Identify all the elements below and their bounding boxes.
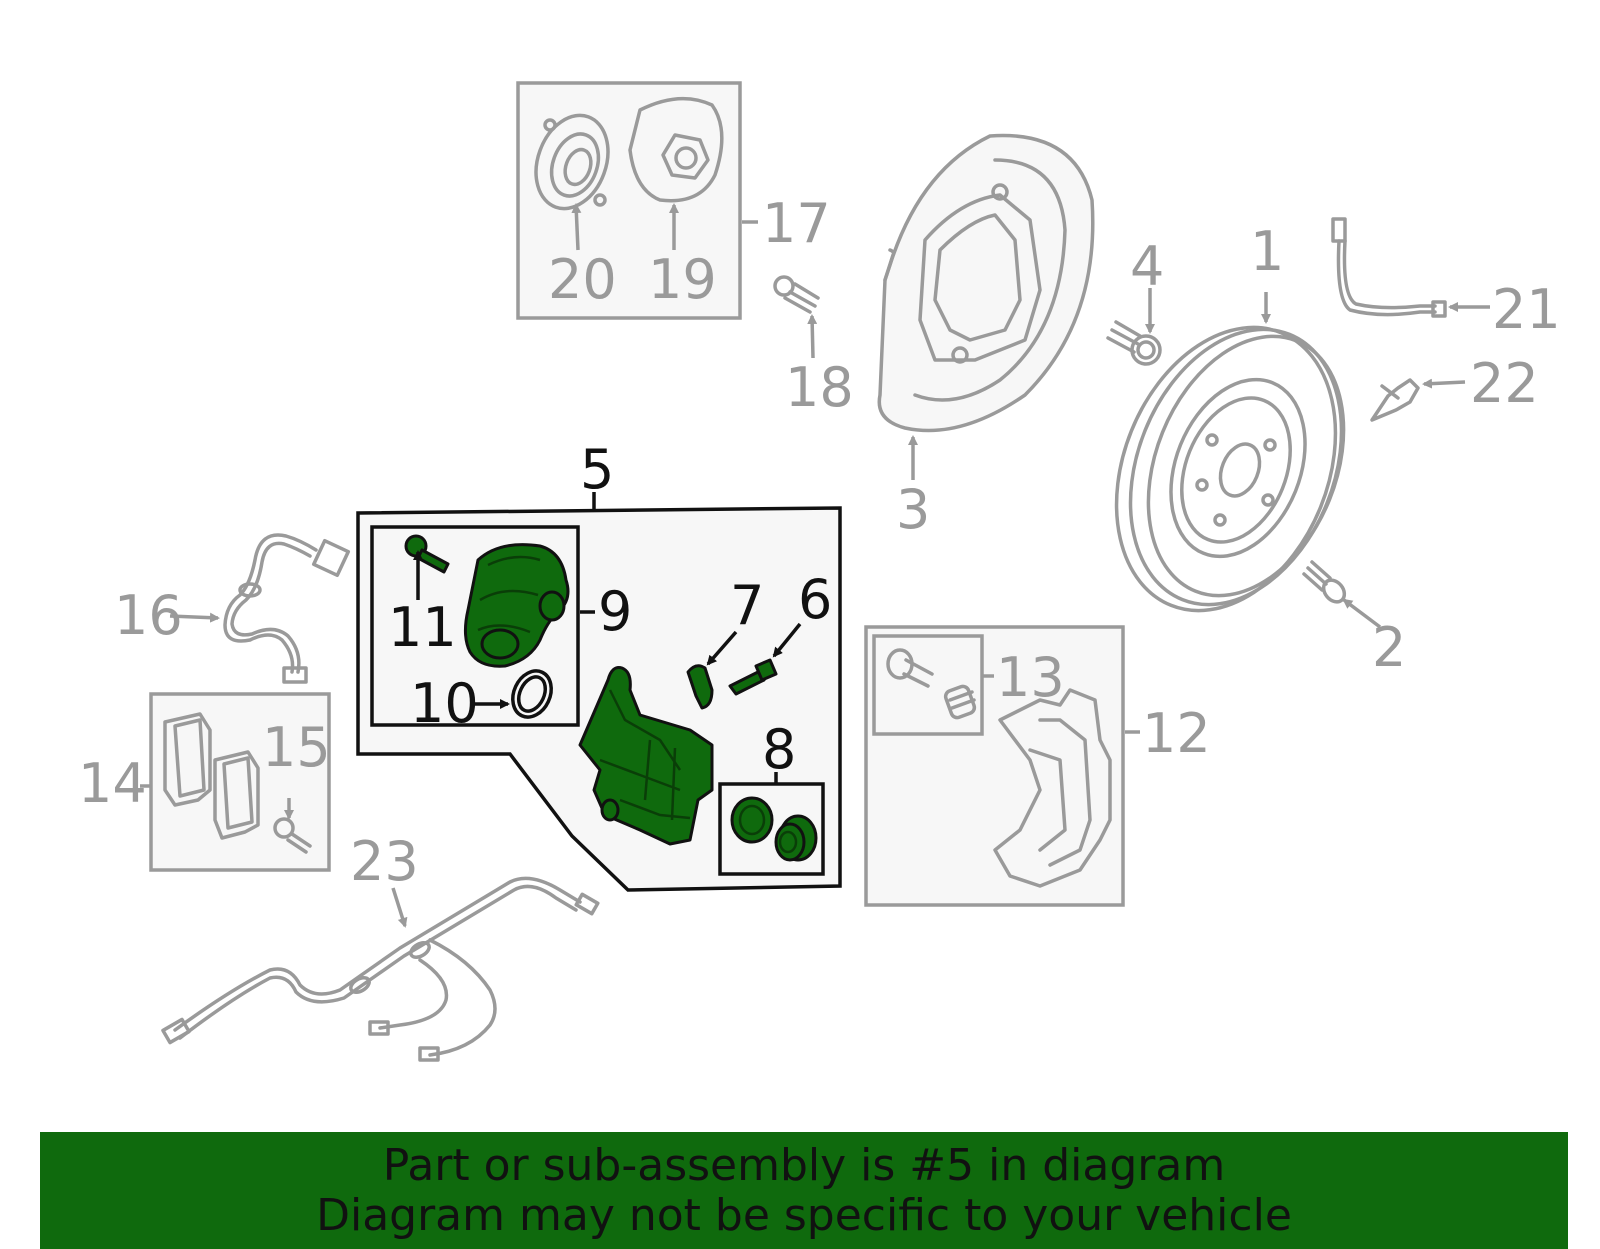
callout-14: 14: [78, 752, 147, 815]
callout-7: 7: [730, 574, 764, 637]
piston-seal-part-8[interactable]: [730, 796, 818, 862]
callout-13: 13: [996, 646, 1065, 709]
brake-pads-box: [140, 692, 331, 872]
bolt-part-18[interactable]: [773, 275, 820, 314]
parking-brake-motor-part-9[interactable]: [463, 543, 570, 668]
callout-15: 15: [262, 716, 331, 779]
callout-21: 21: [1492, 278, 1561, 341]
callout-18: 18: [785, 356, 854, 419]
guide-pin-box-13: [872, 634, 984, 736]
callout-6: 6: [798, 568, 832, 631]
screw-part-2[interactable]: [1302, 560, 1349, 606]
callout-11: 11: [388, 596, 457, 659]
bleeder-part-7[interactable]: [686, 664, 714, 710]
callout-20: 20: [548, 248, 617, 311]
wheel-bearing-part-20[interactable]: [524, 105, 621, 218]
brake-pad-part-14[interactable]: [163, 712, 260, 840]
callout-22: 22: [1470, 352, 1539, 415]
caliper-assembly-box-5: [356, 492, 842, 892]
guide-pin-part-13[interactable]: [886, 648, 977, 720]
callout-9: 9: [598, 580, 632, 643]
callout-4: 4: [1130, 235, 1164, 298]
bolt-part-4[interactable]: [1106, 320, 1162, 366]
o-ring-part-10[interactable]: [506, 665, 559, 724]
wiring-harness-part-23[interactable]: [161, 876, 600, 1062]
callout-3: 3: [896, 478, 930, 541]
clip-part-22[interactable]: [1370, 378, 1420, 422]
hub-bearing-box: [516, 81, 758, 320]
wheel-hub-part-19[interactable]: [628, 96, 724, 203]
callout-8: 8: [762, 718, 796, 781]
callout-1: 1: [1250, 220, 1284, 283]
info-banner: Part or sub-assembly is #5 in diagram Di…: [40, 1132, 1568, 1249]
callout-2: 2: [1372, 616, 1406, 679]
callout-10: 10: [410, 672, 479, 735]
callout-17: 17: [762, 192, 831, 255]
caliper-bracket-box: [864, 625, 1140, 907]
callout-19: 19: [648, 248, 717, 311]
guide-bolt-part-6[interactable]: [728, 658, 778, 696]
callout-5: 5: [580, 438, 614, 501]
callout-12: 12: [1142, 702, 1211, 765]
callout-16: 16: [114, 584, 183, 647]
sensor-harness-part-16[interactable]: [223, 533, 351, 684]
brake-caliper-part-5[interactable]: [578, 666, 714, 846]
callout-23: 23: [350, 830, 419, 893]
seal-box-8: [718, 772, 825, 876]
banner-line-1: Part or sub-assembly is #5 in diagram: [382, 1139, 1226, 1191]
caliper-bracket-part-12[interactable]: [993, 688, 1112, 888]
actuator-box-9: [370, 525, 595, 727]
brake-rotor-part-1[interactable]: [1076, 294, 1380, 643]
wear-sensor-part-21[interactable]: [1331, 217, 1447, 318]
banner-line-2: Diagram may not be specific to your vehi…: [316, 1189, 1292, 1241]
splash-shield-part-3[interactable]: [877, 133, 1095, 433]
